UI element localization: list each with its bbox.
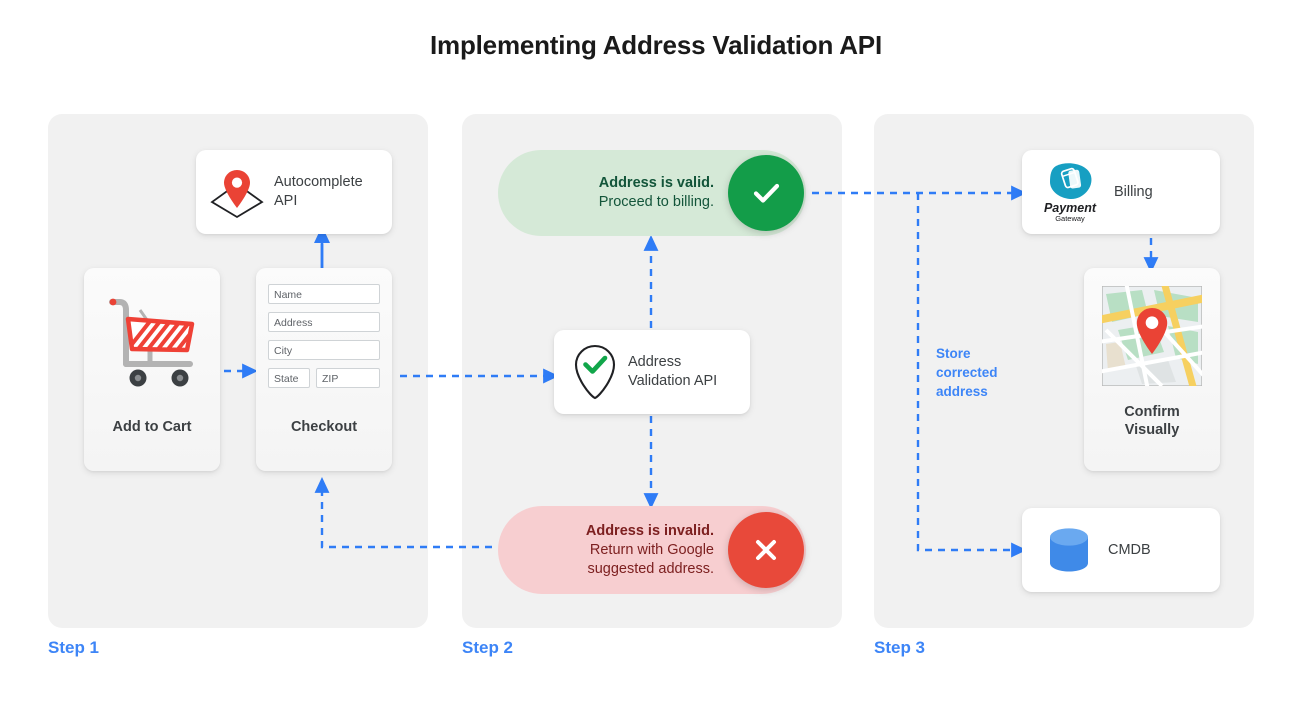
store-corrected-address-note: Store corrected address <box>936 344 1046 401</box>
checkout-form: Name Address City State ZIP <box>268 284 380 396</box>
address-validation-api-card[interactable]: Address Validation API <box>554 330 750 414</box>
add-to-cart-card[interactable]: Add to Cart <box>84 268 220 471</box>
store-note-line2: corrected <box>936 365 998 380</box>
autocomplete-api-card[interactable]: Autocomplete API <box>196 150 392 234</box>
address-field[interactable]: Address <box>268 312 380 332</box>
autocomplete-api-label: Autocomplete API <box>274 173 363 211</box>
state-field[interactable]: State <box>268 368 310 388</box>
database-icon <box>1042 523 1096 577</box>
autocomplete-api-line2: API <box>274 193 298 209</box>
close-x-icon <box>728 512 804 588</box>
confirm-line2: Visually <box>1124 422 1180 438</box>
city-field[interactable]: City <box>268 340 380 360</box>
avapi-line2: Validation API <box>628 373 718 389</box>
payment-gateway-icon: Payment Gateway <box>1034 160 1106 224</box>
address-valid-text: Address is valid. Proceed to billing. <box>599 174 728 212</box>
page-title: Implementing Address Validation API <box>430 30 882 60</box>
address-invalid-text: Address is invalid. Return with Google s… <box>586 522 728 579</box>
address-invalid-line2: Return with Google <box>589 541 714 558</box>
map-thumbnail-icon <box>1097 281 1208 391</box>
address-validation-api-label: Address Validation API <box>628 353 717 391</box>
address-invalid-pill: Address is invalid. Return with Google s… <box>498 506 806 594</box>
store-note-line3: address <box>936 384 988 399</box>
check-icon <box>728 155 804 231</box>
confirm-line1: Confirm <box>1124 404 1180 420</box>
step-3-label: Step 3 <box>874 638 926 657</box>
address-valid-line2: Proceed to billing. <box>598 194 714 210</box>
avapi-line1: Address <box>628 354 682 370</box>
state-zip-row: State ZIP <box>268 368 380 396</box>
address-valid-line1: Address is valid. <box>598 175 714 191</box>
address-valid-pill: Address is valid. Proceed to billing. <box>498 150 806 236</box>
billing-label: Billing <box>1114 183 1153 200</box>
step-2-label: Step 2 <box>462 638 514 657</box>
zip-field[interactable]: ZIP <box>316 368 380 388</box>
checkout-label: Checkout <box>290 419 358 435</box>
map-pin-diamond-icon <box>206 164 268 220</box>
cmdb-card[interactable]: CMDB <box>1022 508 1220 592</box>
payment-logo-bottom: Gateway <box>1055 214 1085 223</box>
confirm-visually-card[interactable]: Confirm Visually <box>1084 268 1220 471</box>
cmdb-label: CMDB <box>1108 541 1151 558</box>
checkout-card[interactable]: Name Address City State ZIP Checkout <box>256 268 392 471</box>
payment-logo-top: Payment <box>1044 201 1097 215</box>
billing-card[interactable]: Payment Gateway Billing <box>1022 150 1220 234</box>
name-field[interactable]: Name <box>268 284 380 304</box>
shopping-cart-icon <box>102 286 202 391</box>
step-1-label: Step 1 <box>48 638 100 657</box>
pin-check-icon <box>570 343 620 401</box>
autocomplete-api-line1: Autocomplete <box>274 174 363 190</box>
address-invalid-line1: Address is invalid. <box>585 522 714 539</box>
store-note-line1: Store <box>936 346 971 361</box>
add-to-cart-label: Add to Cart <box>112 419 192 435</box>
address-invalid-line3: suggested address. <box>587 560 714 577</box>
confirm-visually-label: Confirm Visually <box>1084 403 1220 439</box>
